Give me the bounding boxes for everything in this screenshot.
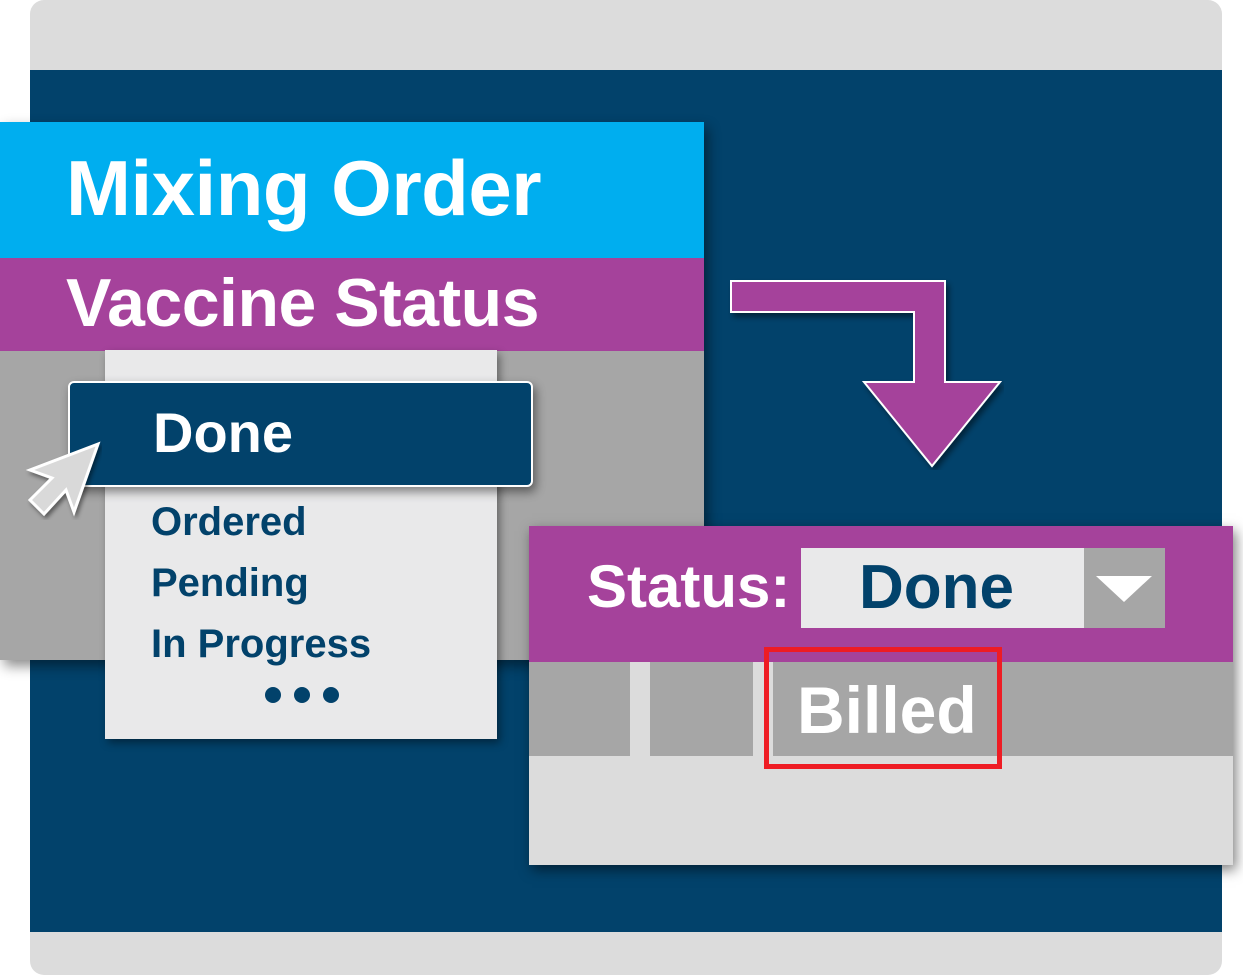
status-select-value: Done (859, 553, 1014, 622)
status-row: Billed (529, 662, 1233, 756)
page-title: Mixing Order (0, 122, 704, 258)
option-pending[interactable]: Pending (151, 561, 309, 605)
caret-down-icon (1096, 576, 1152, 602)
cell-divider (630, 662, 650, 756)
status-bar: Status: Done (529, 526, 1233, 662)
billing-status-panel: Status: Done Billed (529, 526, 1233, 865)
status-label: Status: (587, 553, 791, 620)
ellipsis-icon (265, 680, 339, 710)
billed-highlight-box (764, 647, 1002, 769)
option-done-selected[interactable]: Done (68, 381, 533, 487)
option-ordered[interactable]: Ordered (151, 500, 307, 544)
status-select[interactable]: Done (801, 548, 1165, 628)
bent-arrow-down-icon (730, 280, 1003, 468)
status-select-toggle[interactable] (1084, 548, 1165, 628)
billed-status-text: Billed (797, 673, 977, 747)
option-in-progress[interactable]: In Progress (151, 622, 372, 666)
mouse-pointer-icon (25, 441, 101, 517)
section-header-vaccine-status: Vaccine Status (0, 258, 704, 351)
